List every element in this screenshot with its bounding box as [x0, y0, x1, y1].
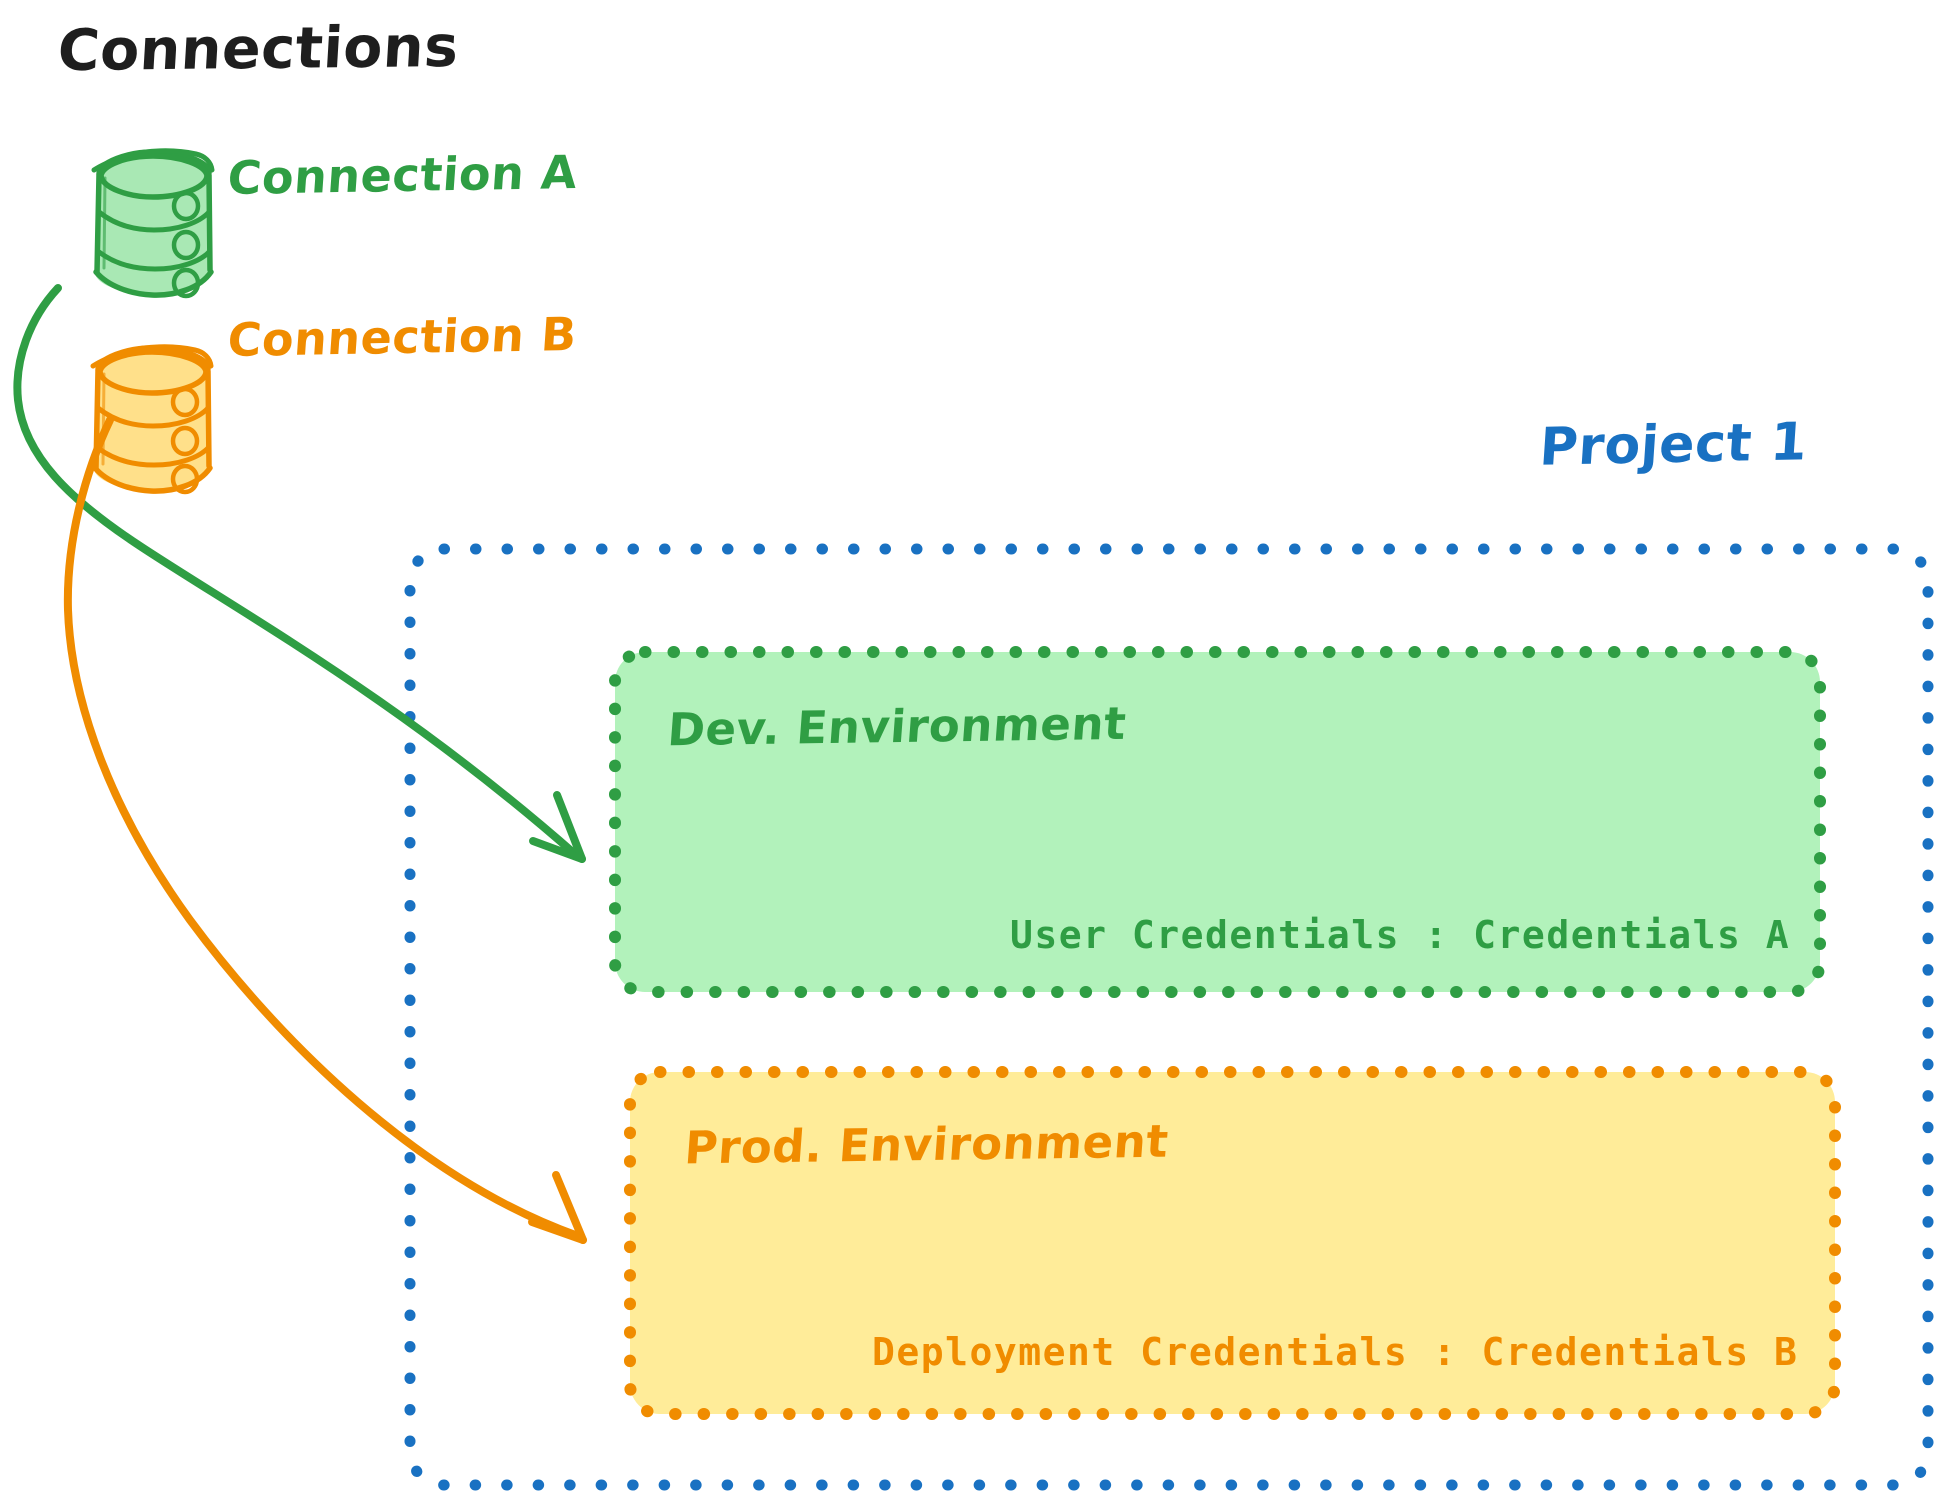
connection-a-label[interactable]: Connection A	[225, 144, 580, 206]
project-title: Project 1	[1537, 412, 1810, 478]
dev-environment-box[interactable]	[609, 646, 1826, 998]
connection-b-database-icon[interactable]	[90, 344, 214, 495]
dev-environment-credentials: User Credentials : Credentials A	[1010, 913, 1791, 957]
arrow-connection-b-to-prod	[63, 416, 587, 1244]
dev-environment-title: Dev. Environment	[665, 696, 1129, 757]
arrow-connection-a-to-dev	[13, 284, 586, 863]
page-title: Connections	[55, 13, 461, 85]
prod-environment-credentials: Deployment Credentials : Credentials B	[872, 1330, 1799, 1374]
connection-a-database-icon[interactable]	[91, 148, 215, 299]
prod-environment-box[interactable]	[624, 1066, 1841, 1420]
project-container[interactable]	[404, 543, 1934, 1491]
connection-b-label[interactable]: Connection B	[225, 306, 579, 368]
prod-environment-title: Prod. Environment	[682, 1114, 1171, 1175]
